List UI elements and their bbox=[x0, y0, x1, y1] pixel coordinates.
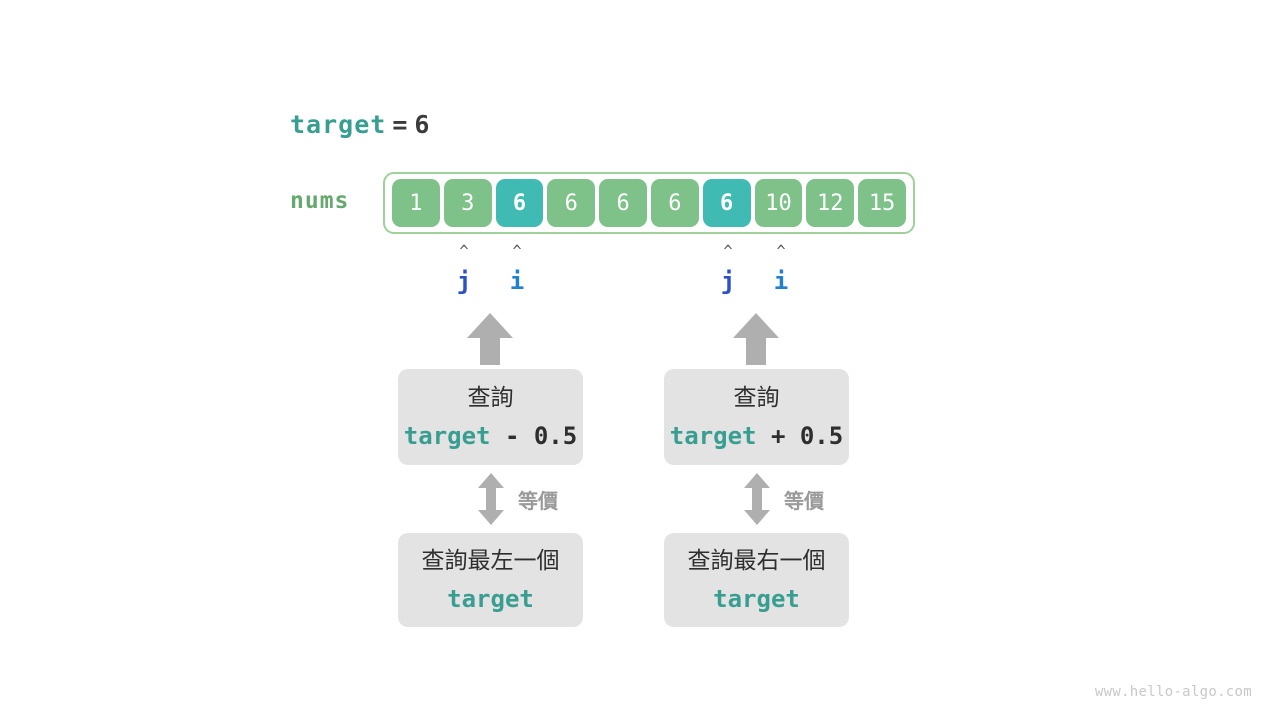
caret-icon: ^ bbox=[512, 242, 522, 260]
target-keyword: target bbox=[290, 110, 387, 139]
array-container: 1 3 6 6 6 6 6 10 12 15 bbox=[383, 172, 915, 234]
array-cell: 10 bbox=[754, 179, 803, 227]
query-box-left: 查詢 target - 0.5 bbox=[398, 369, 583, 465]
expr-keyword: target bbox=[669, 421, 757, 450]
pointer-j-left: ^ j bbox=[444, 244, 484, 296]
array-cell: 15 bbox=[858, 179, 906, 227]
array-cell: 6 bbox=[547, 179, 596, 227]
pointer-label: j bbox=[720, 267, 736, 295]
equivalence-label: 等價 bbox=[518, 488, 558, 513]
caret-icon: ^ bbox=[723, 242, 733, 260]
result-keyword: target bbox=[447, 584, 534, 613]
target-declaration: target=6 bbox=[290, 110, 430, 139]
array-cell: 12 bbox=[806, 179, 855, 227]
arrow-up-icon bbox=[467, 313, 513, 365]
query-box-title: 查詢 bbox=[467, 384, 514, 411]
array-cell-highlighted: 6 bbox=[702, 179, 751, 227]
array-label: nums bbox=[290, 188, 350, 214]
query-box-expression: target - 0.5 bbox=[404, 420, 577, 452]
pointer-i-right: ^ i bbox=[761, 244, 801, 296]
array-cell: 6 bbox=[599, 179, 647, 227]
equivalence-label: 等價 bbox=[784, 488, 824, 513]
result-box-target: target bbox=[713, 583, 800, 615]
equals-sign: = bbox=[392, 110, 409, 139]
array-cell-highlighted: 6 bbox=[495, 179, 544, 227]
array-cell: 3 bbox=[443, 179, 492, 227]
equivalence-row-right: 等價 bbox=[744, 473, 824, 525]
expr-operator: - 0.5 bbox=[490, 421, 578, 450]
result-box-title: 查詢最左一個 bbox=[421, 547, 560, 574]
arrow-up-icon bbox=[733, 313, 779, 365]
double-arrow-vertical-icon bbox=[744, 473, 770, 525]
result-box-target: target bbox=[447, 583, 534, 615]
result-box-title: 查詢最右一個 bbox=[687, 547, 826, 574]
pointer-i-left: ^ i bbox=[497, 244, 537, 296]
pointer-label: i bbox=[773, 267, 789, 295]
expr-keyword: target bbox=[403, 421, 491, 450]
target-value: 6 bbox=[414, 110, 431, 139]
array-cell: 6 bbox=[650, 179, 699, 227]
result-keyword: target bbox=[713, 584, 800, 613]
double-arrow-vertical-icon bbox=[478, 473, 504, 525]
pointer-label: j bbox=[456, 267, 472, 295]
query-box-right: 查詢 target + 0.5 bbox=[664, 369, 849, 465]
caret-icon: ^ bbox=[459, 242, 469, 260]
result-box-right: 查詢最右一個 target bbox=[664, 533, 849, 627]
expr-operator: + 0.5 bbox=[756, 421, 844, 450]
watermark: www.hello-algo.com bbox=[1094, 684, 1252, 700]
query-box-expression: target + 0.5 bbox=[670, 420, 843, 452]
pointer-j-right: ^ j bbox=[708, 244, 748, 296]
result-box-left: 查詢最左一個 target bbox=[398, 533, 583, 627]
array-cell: 1 bbox=[392, 179, 440, 227]
pointer-label: i bbox=[509, 267, 525, 295]
query-box-title: 查詢 bbox=[733, 384, 780, 411]
caret-icon: ^ bbox=[776, 242, 786, 260]
equivalence-row-left: 等價 bbox=[478, 473, 558, 525]
